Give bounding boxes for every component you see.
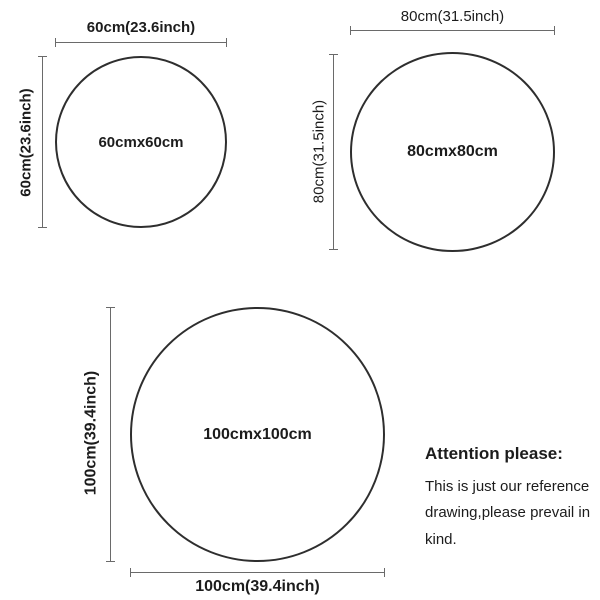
dim-line-80-height xyxy=(329,54,338,250)
dim-label-100-height: 100cm(39.4inch) xyxy=(82,370,100,496)
dim-label-80-height: 80cm(31.5inch) xyxy=(310,99,328,204)
attention-title: Attention please: xyxy=(425,444,563,463)
circle-80cm: 80cmx80cm xyxy=(350,52,555,252)
dim-label-100-width: 100cm(39.4inch) xyxy=(195,578,320,595)
circle-60cm-size-label: 60cmx60cm xyxy=(98,133,184,151)
dim-line-80-width xyxy=(350,26,555,35)
attention-body: This is just our reference drawing,pleas… xyxy=(425,478,591,548)
dim-label-80-width: 80cm(31.5inch) xyxy=(400,8,505,25)
attention-note: Attention please: This is just our refer… xyxy=(425,444,597,553)
circle-60cm: 60cmx60cm xyxy=(55,56,227,228)
circle-100cm-size-label: 100cmx100cm xyxy=(203,425,312,443)
dim-line-60-width xyxy=(55,38,227,47)
circle-80cm-size-label: 80cmx80cm xyxy=(407,143,498,160)
dim-line-100-height xyxy=(106,307,115,562)
circle-100cm: 100cmx100cm xyxy=(130,307,385,562)
dim-line-60-height xyxy=(38,56,47,228)
dim-line-100-width xyxy=(130,568,385,577)
dim-label-60-width: 60cm(23.6inch) xyxy=(86,19,196,36)
dim-label-60-height: 60cm(23.6inch) xyxy=(17,88,35,197)
